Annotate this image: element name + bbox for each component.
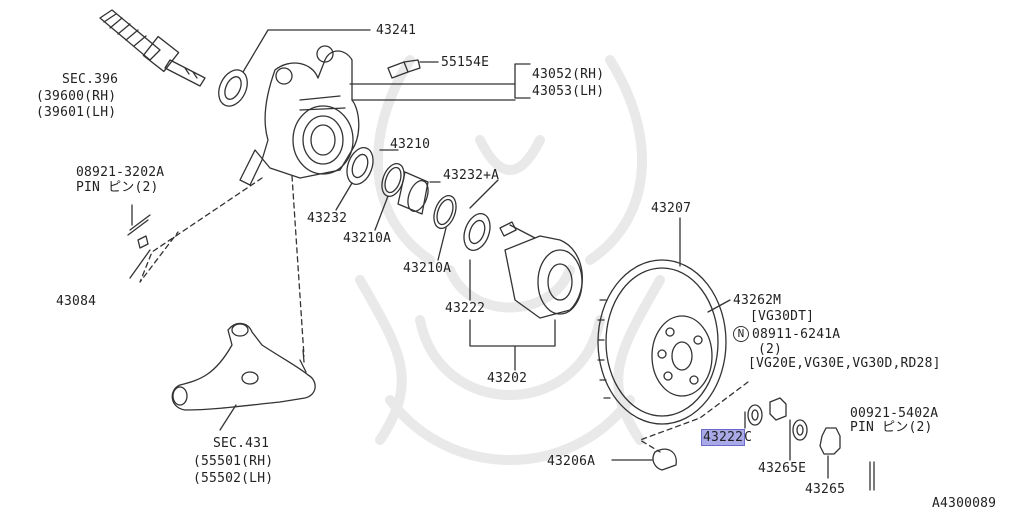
label-43202: 43202 <box>487 371 528 386</box>
label-pin-1-text: PIN ピン(2) <box>76 180 159 195</box>
label-43241: 43241 <box>376 23 417 38</box>
label-qty-2: (2) <box>758 342 783 357</box>
label-sec431-lh: (55502(LH) <box>193 471 274 486</box>
label-43262m: 43262M <box>733 293 782 308</box>
label-55154e: 55154E <box>441 55 490 70</box>
small-parts <box>127 214 875 491</box>
label-pin-2-text: PIN ピン(2) <box>850 420 933 435</box>
diagram-id: A4300089 <box>932 496 997 510</box>
label-pin-1-number: 08921-3202A <box>76 165 165 180</box>
label-engines: [VG20E,VG30E,VG30D,RD28] <box>748 356 941 371</box>
lower-control-arm <box>171 322 316 411</box>
label-43053: 43053(LH) <box>532 84 605 99</box>
label-43265e: 43265E <box>758 461 807 476</box>
label-43222c-suffix: C <box>744 430 753 445</box>
label-sec431: SEC.431 <box>213 436 270 451</box>
label-43084: 43084 <box>56 294 97 309</box>
label-43206a: 43206A <box>547 454 596 469</box>
bolt-55154e <box>387 59 421 79</box>
samurai-watermark-icon <box>355 55 665 465</box>
dashed-guides <box>139 175 749 453</box>
label-sec396-lh: (39601(LH) <box>36 105 117 120</box>
label-43207: 43207 <box>651 201 692 216</box>
label-n-marker: N <box>733 326 749 342</box>
label-43232-a: 43232+A <box>443 168 500 183</box>
bearing-assembly <box>346 147 491 251</box>
label-43222c[interactable]: 43222C <box>700 429 753 446</box>
label-43210: 43210 <box>390 137 431 152</box>
label-sec396: SEC.396 <box>62 72 119 87</box>
label-43265: 43265 <box>805 482 846 497</box>
label-43210a-upper: 43210A <box>343 231 392 246</box>
label-pin-2-number: 00921-5402A <box>850 406 939 421</box>
axle-housing <box>239 45 360 186</box>
label-sec431-rh: (55501(RH) <box>193 454 274 469</box>
highlighted-part-number[interactable]: 43222 <box>700 429 746 446</box>
brake-disc <box>597 259 727 425</box>
label-43210a-lower: 43210A <box>403 261 452 276</box>
drive-shaft <box>99 9 206 87</box>
seal-43241 <box>218 69 248 107</box>
label-43222: 43222 <box>445 301 486 316</box>
label-43232: 43232 <box>307 211 348 226</box>
label-vg30dt: [VG30DT] <box>750 309 815 324</box>
wheel-hub <box>499 221 583 319</box>
label-sec396-rh: (39600(RH) <box>36 89 117 104</box>
leader-lines <box>129 29 829 479</box>
label-43052: 43052(RH) <box>532 67 605 82</box>
label-08911-6241a: 08911-6241A <box>752 327 841 342</box>
